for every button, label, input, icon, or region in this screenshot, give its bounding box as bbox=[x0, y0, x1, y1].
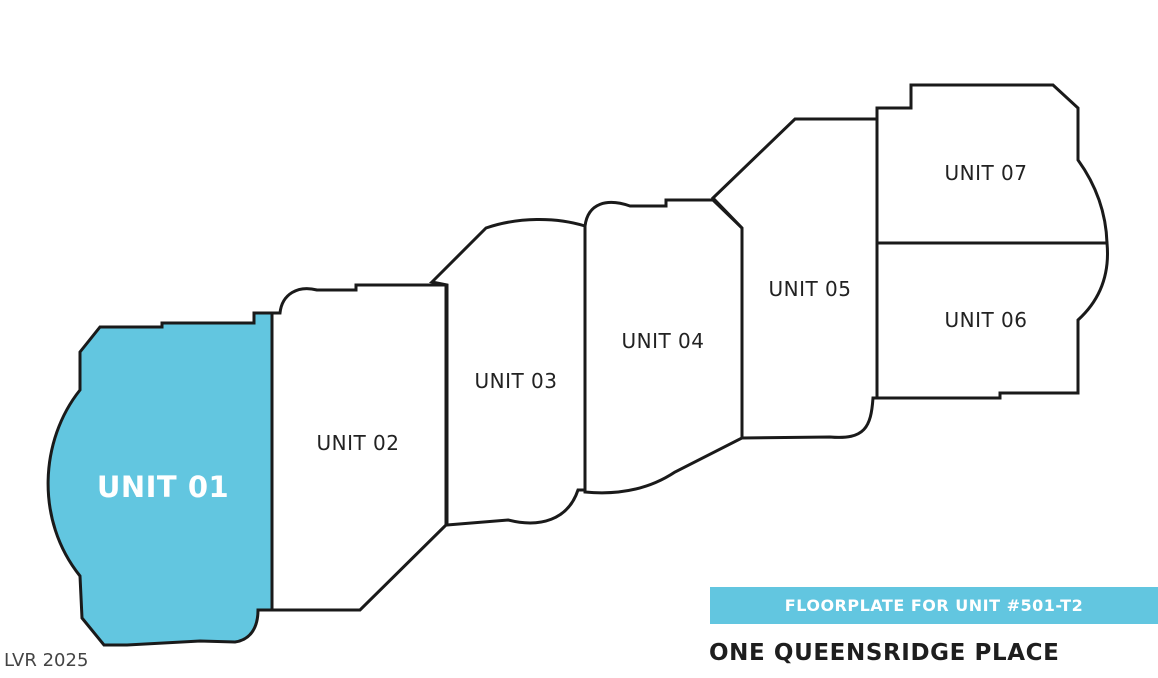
watermark: LVR 2025 bbox=[4, 650, 89, 671]
building-name: ONE QUEENSRIDGE PLACE bbox=[709, 640, 1060, 666]
unit-03-shape[interactable] bbox=[428, 217, 587, 527]
unit-04-label: UNIT 04 bbox=[621, 329, 704, 353]
floorplate-banner: FLOORPLATE FOR UNIT #501-T2 bbox=[710, 587, 1158, 624]
unit-07-label: UNIT 07 bbox=[944, 161, 1027, 185]
unit-01-label: UNIT 01 bbox=[97, 470, 229, 504]
unit-06-label: UNIT 06 bbox=[944, 308, 1027, 332]
unit-03[interactable]: UNIT 03 bbox=[428, 217, 587, 527]
unit-03-label: UNIT 03 bbox=[474, 369, 557, 393]
unit-06[interactable]: UNIT 06 bbox=[875, 241, 1110, 400]
unit-05-label: UNIT 05 bbox=[768, 277, 851, 301]
unit-07[interactable]: UNIT 07 bbox=[875, 83, 1109, 245]
unit-02-shape[interactable] bbox=[270, 283, 448, 612]
unit-01-shape[interactable] bbox=[46, 311, 274, 647]
unit-02[interactable]: UNIT 02 bbox=[270, 283, 448, 612]
unit-06-shape[interactable] bbox=[875, 241, 1110, 400]
unit-04[interactable]: UNIT 04 bbox=[583, 198, 744, 495]
unit-01[interactable]: UNIT 01 bbox=[46, 311, 274, 647]
unit-02-label: UNIT 02 bbox=[316, 431, 399, 455]
unit-07-shape[interactable] bbox=[875, 83, 1109, 245]
